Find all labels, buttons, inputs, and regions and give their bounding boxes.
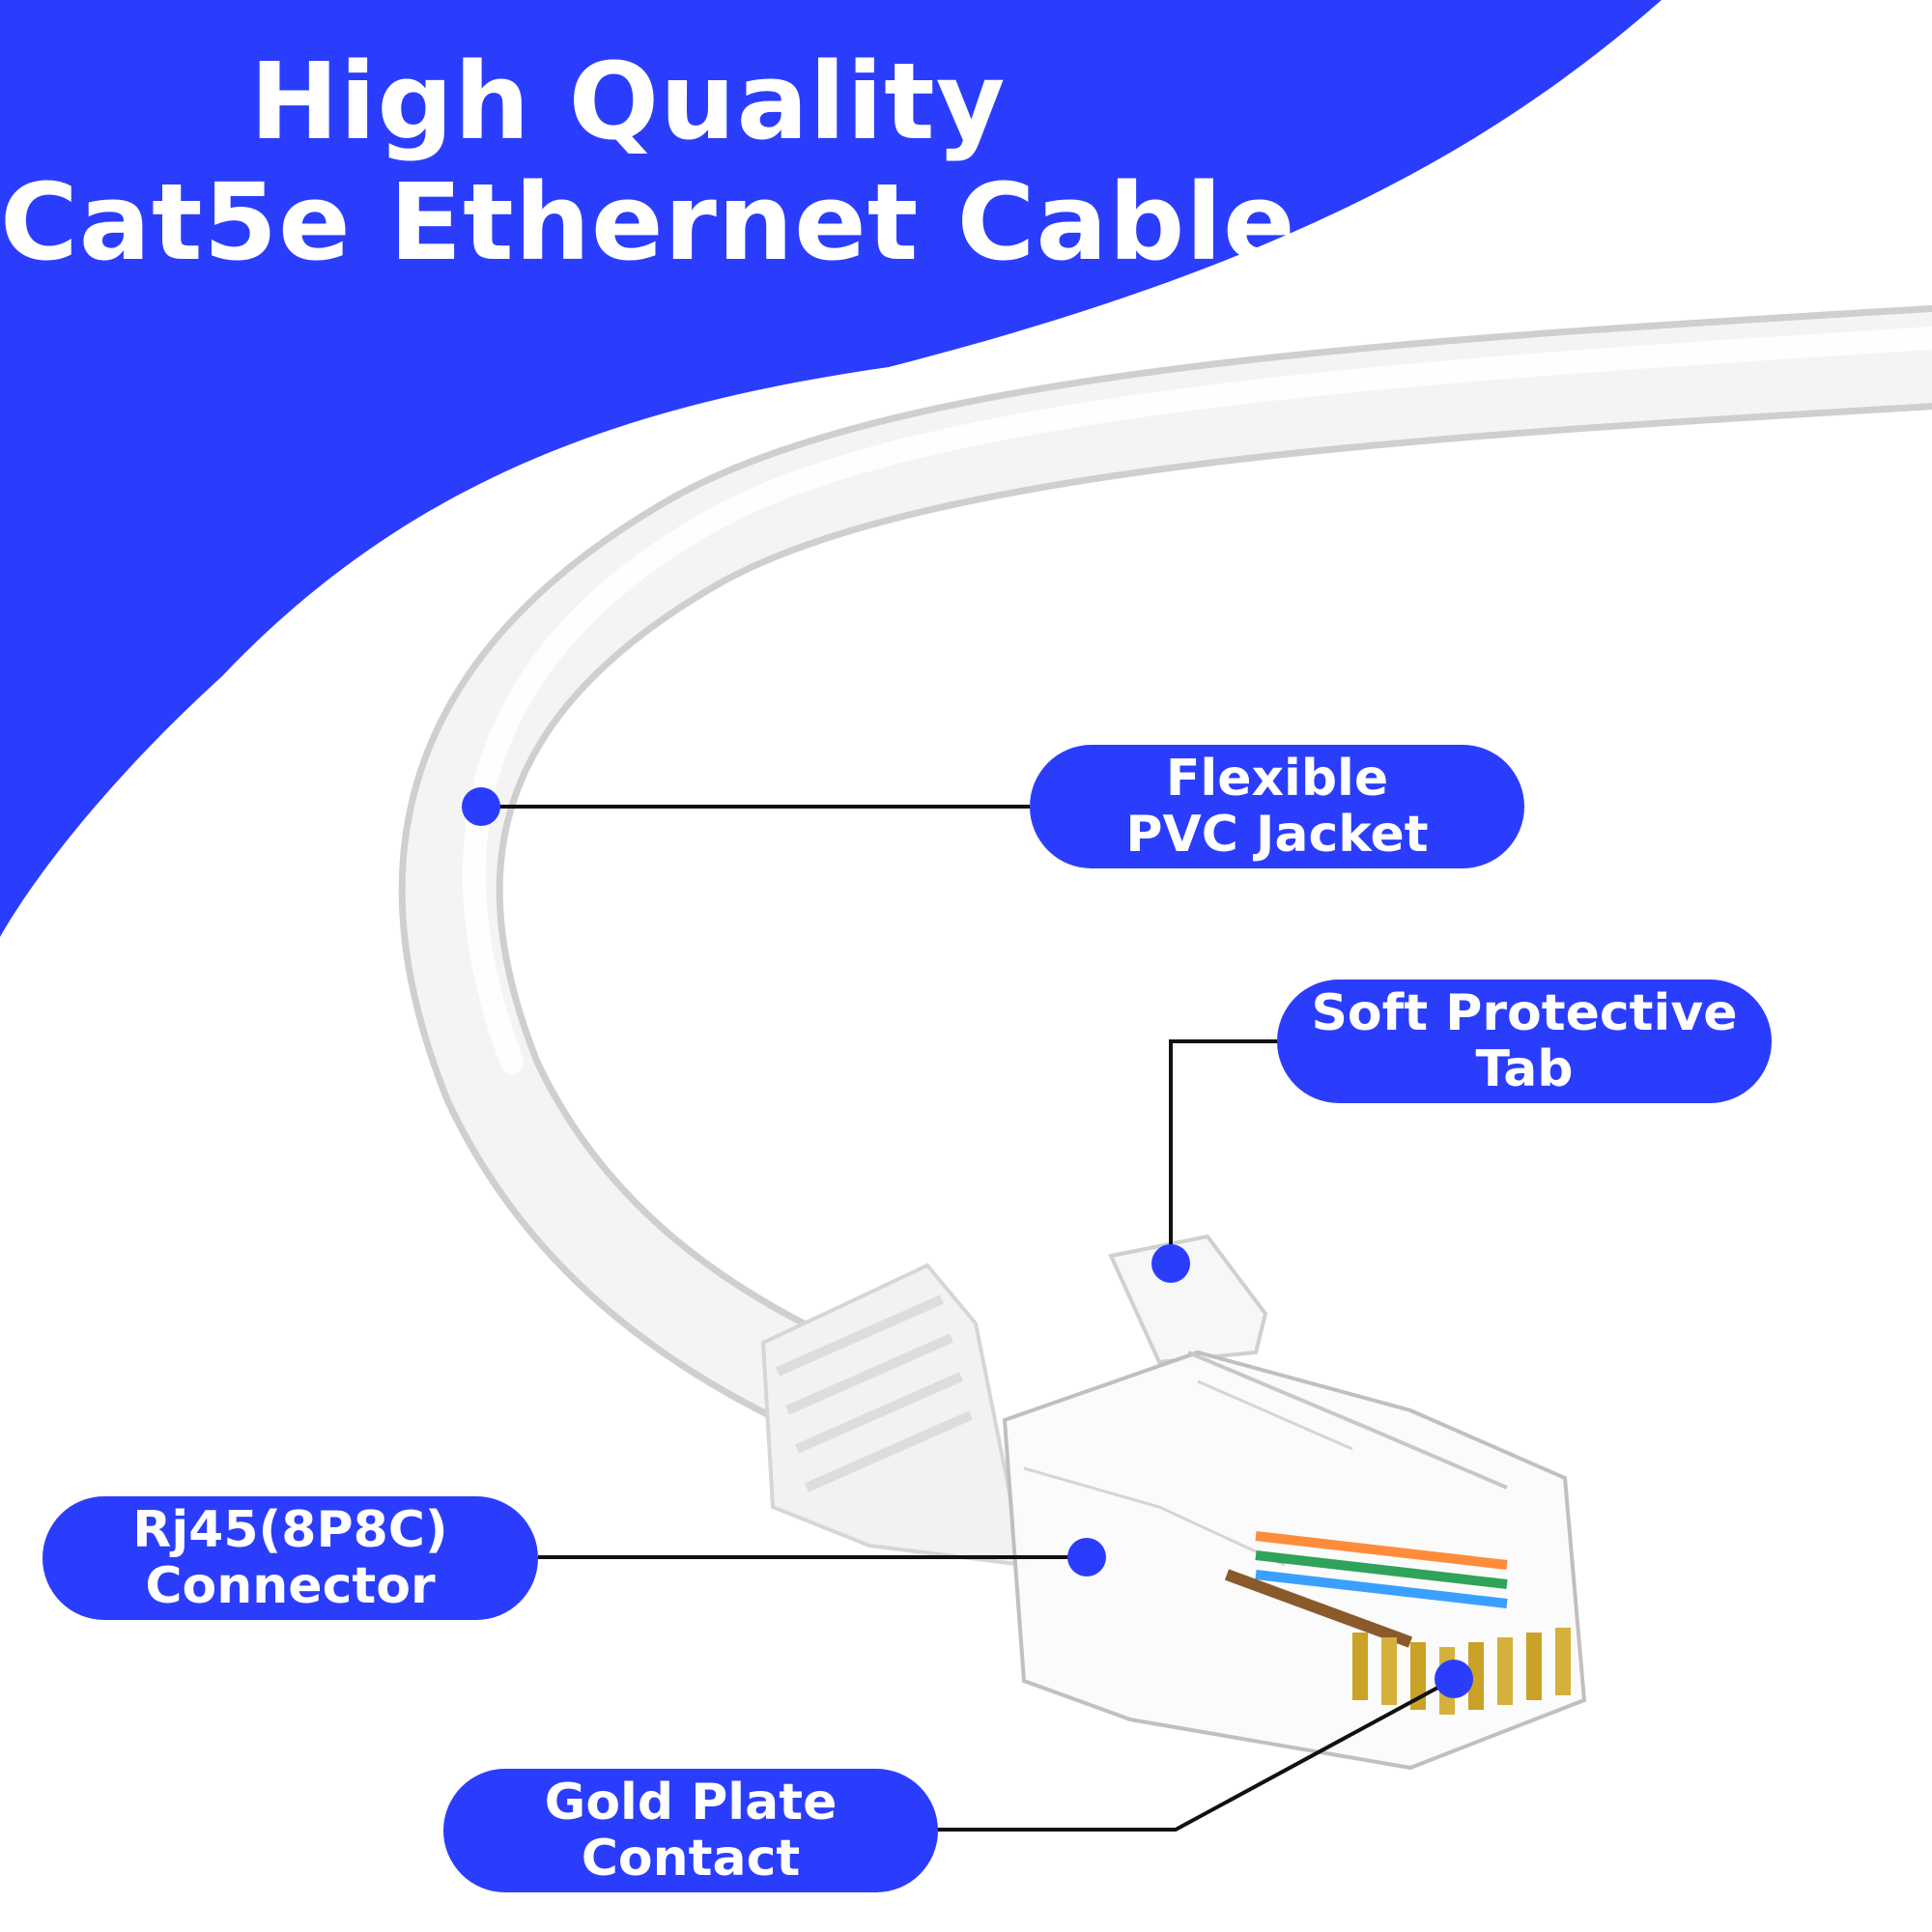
callout-dot-jacket	[462, 787, 500, 826]
callout-jacket-line2: PVC Jacket	[1125, 806, 1429, 864]
callout-pill-contact: Gold Plate Contact	[443, 1769, 938, 1892]
leader-lines	[481, 805, 1455, 1832]
strain-relief-boot	[760, 1263, 1027, 1568]
page-title-line2: Cat5e Ethernet Cable	[0, 160, 1296, 284]
callout-dot-connector	[1067, 1538, 1106, 1577]
callout-dot-contact	[1435, 1660, 1473, 1698]
callout-pill-tab: Soft Protective Tab	[1277, 980, 1772, 1103]
callout-contact-line2: Contact	[581, 1830, 801, 1888]
callout-connector-line2: Connector	[145, 1557, 436, 1615]
callout-connector-line1: Rj45(8P8C)	[132, 1501, 448, 1559]
page-title-line1: High Quality	[249, 40, 1007, 163]
callout-dot-tab	[1151, 1244, 1190, 1283]
protective-tab	[1108, 1234, 1268, 1365]
leader-line-contact	[937, 1677, 1455, 1832]
leader-line-tab	[1169, 1039, 1277, 1264]
callout-tab-line1: Soft Protective	[1311, 984, 1738, 1042]
callout-pill-jacket: Flexible PVC Jacket	[1030, 745, 1524, 868]
blue-swoosh-background	[0, 0, 1662, 937]
cable-jacket	[398, 305, 1932, 1443]
callout-tab-line2: Tab	[1475, 1040, 1574, 1098]
callout-contact-line1: Gold Plate	[544, 1774, 838, 1832]
callout-pill-connector: Rj45(8P8C) Connector	[43, 1496, 538, 1620]
callout-jacket-line1: Flexible	[1165, 750, 1389, 808]
